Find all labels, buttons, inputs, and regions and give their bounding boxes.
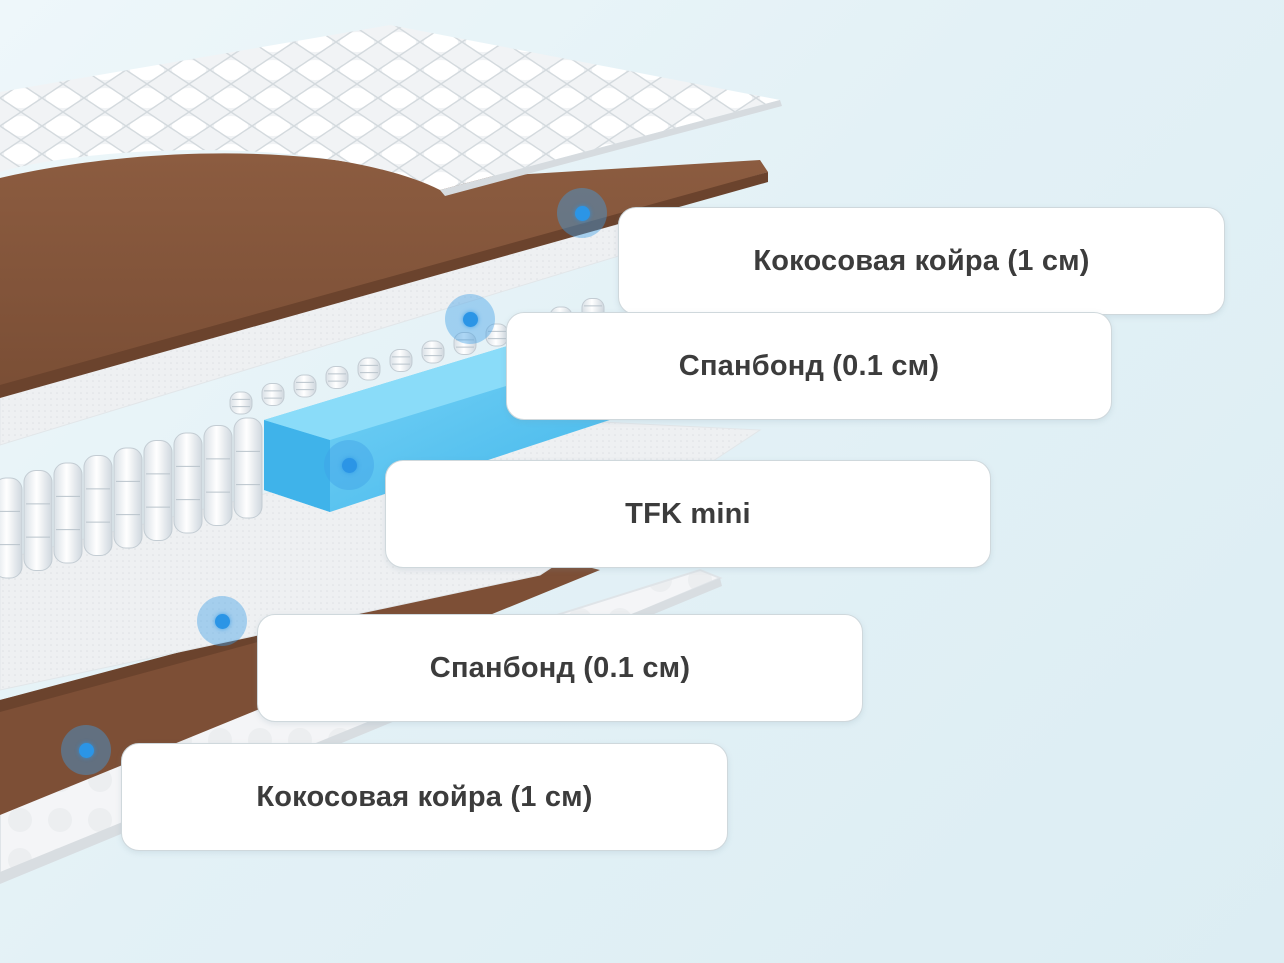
pocket-spring <box>229 391 253 415</box>
pocket-spring <box>357 357 381 381</box>
pocket-spring <box>113 447 143 549</box>
layer-label-top-spunbond: Спанбонд (0.1 см) <box>506 312 1112 420</box>
hotspot-marker-top-spunbond[interactable] <box>445 294 495 344</box>
hotspot-marker-top-coir[interactable] <box>557 188 607 238</box>
pocket-spring <box>203 425 233 526</box>
pocket-spring <box>53 462 83 564</box>
pocket-spring <box>453 332 477 355</box>
pocket-spring <box>23 470 53 571</box>
pocket-spring <box>421 340 445 364</box>
pocket-spring <box>233 417 263 519</box>
layer-label-top-coir: Кокосовая койра (1 см) <box>618 207 1225 315</box>
layer-label-bottom-spunbond: Спанбонд (0.1 см) <box>257 614 863 722</box>
layer-label-text: Спанбонд (0.1 см) <box>678 349 940 382</box>
pocket-spring <box>485 323 509 347</box>
hotspot-dot-icon <box>462 311 478 327</box>
layer-label-text: TFK mini <box>625 497 751 530</box>
pocket-spring <box>173 432 203 534</box>
pocket-spring <box>293 374 317 398</box>
pocket-spring <box>325 366 349 389</box>
layer-label-tfk-mini: TFK mini <box>385 460 991 568</box>
spring-unit <box>0 298 605 579</box>
hotspot-dot-icon <box>574 205 590 221</box>
layer-label-text: Кокосовая койра (1 см) <box>256 780 593 813</box>
hotspot-dot-icon <box>78 742 94 758</box>
pocket-spring <box>261 383 285 406</box>
pocket-spring <box>0 477 23 579</box>
layer-label-text: Кокосовая койра (1 см) <box>753 244 1090 277</box>
top-cover-layer <box>0 25 782 196</box>
pocket-spring <box>389 349 413 372</box>
layer-label-text: Спанбонд (0.1 см) <box>429 651 691 684</box>
hotspot-dot-icon <box>341 457 357 473</box>
pocket-spring <box>83 455 113 556</box>
layer-label-bottom-coir: Кокосовая койра (1 см) <box>121 743 728 851</box>
pocket-spring <box>143 440 173 541</box>
hotspot-marker-bottom-coir[interactable] <box>61 725 111 775</box>
hotspot-marker-tfk-mini[interactable] <box>324 440 374 490</box>
hotspot-marker-bottom-spunbond[interactable] <box>197 596 247 646</box>
hotspot-dot-icon <box>214 613 230 629</box>
